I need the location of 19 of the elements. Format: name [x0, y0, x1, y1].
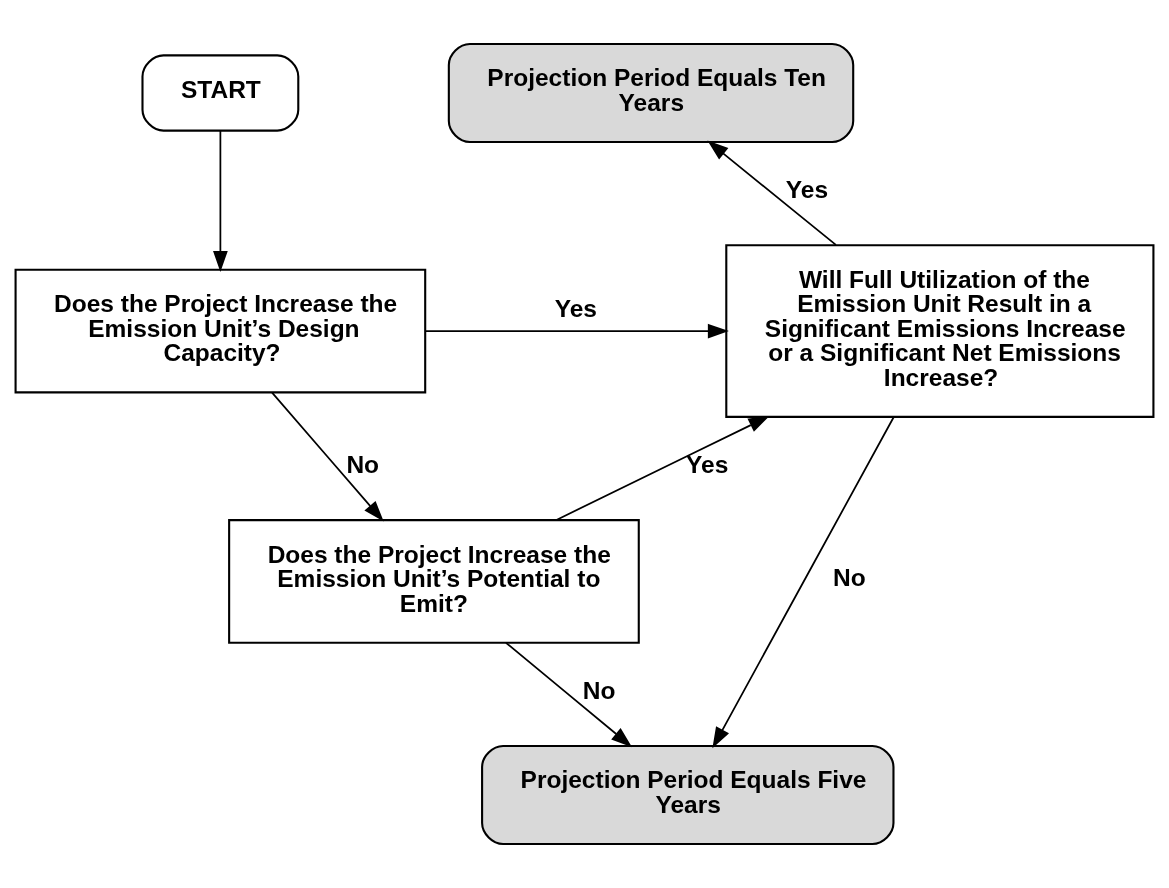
- arrow: [707, 140, 837, 246]
- node-box: Projection Period Equals Ten Years: [447, 42, 855, 144]
- node-box: Projection Period Equals Five Years: [481, 744, 895, 846]
- node-box: Does the Project Increase the Emission Unit’s Potential to Emit?: [228, 519, 640, 644]
- arrow: [424, 323, 729, 339]
- edge-label: Yes: [686, 451, 729, 479]
- node-box: Will Full Utilization of the Emission Unit Result in a Significant Emissions Increase or a Significant Net Emissions Increase?: [725, 244, 1155, 418]
- edge-label: No: [582, 677, 616, 705]
- node-box: START: [141, 54, 300, 132]
- edge-label: Yes: [554, 295, 597, 323]
- edge-label: No: [346, 451, 380, 479]
- arrow: [271, 391, 384, 522]
- arrow: [712, 416, 895, 749]
- arrow: [555, 415, 770, 521]
- edge-label: No: [833, 564, 866, 592]
- arrow: [213, 130, 228, 273]
- node-box: Does the Project Increase the Emission Unit’s Design Capacity?: [14, 268, 427, 394]
- edge-label: Yes: [785, 176, 829, 204]
- arrow: [505, 641, 633, 748]
